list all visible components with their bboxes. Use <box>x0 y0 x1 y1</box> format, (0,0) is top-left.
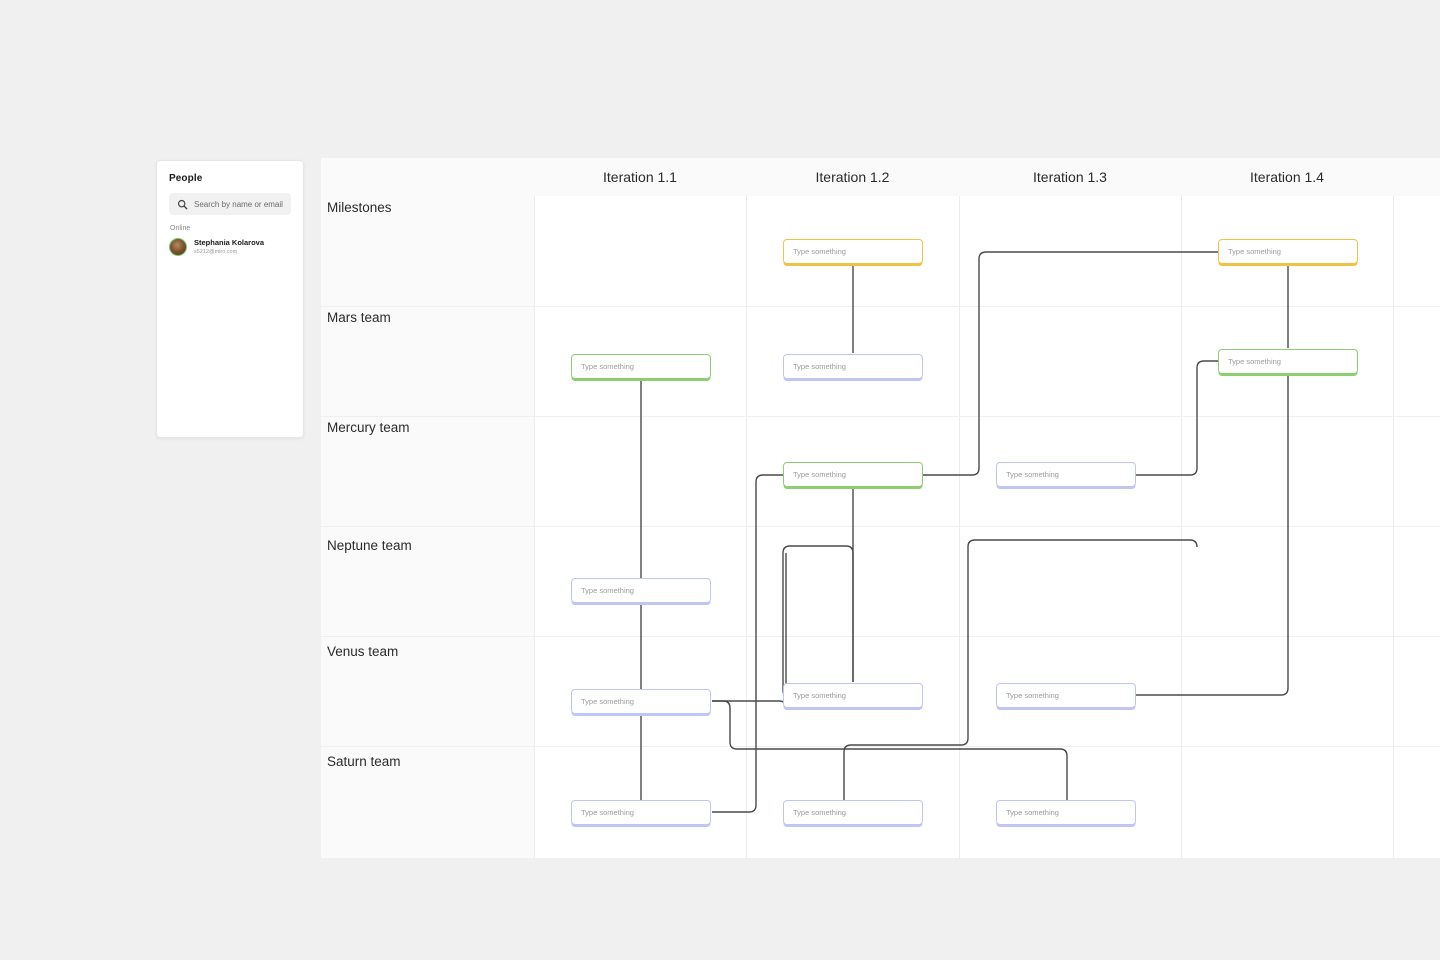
column-header-iteration-1-2[interactable]: Iteration 1.2 <box>815 169 890 185</box>
row-label-neptune-team[interactable]: Neptune team <box>327 538 412 553</box>
card-placeholder: Type something <box>793 808 846 817</box>
search-input[interactable]: Search by name or email <box>169 193 291 215</box>
grid-hline <box>321 526 1440 527</box>
card-mars-team-iteration-1-4[interactable]: Type something <box>1218 349 1358 374</box>
card-placeholder: Type something <box>581 362 634 371</box>
avatar <box>169 238 187 256</box>
board-column-header-band <box>321 158 1440 196</box>
column-header-iteration-1-4[interactable]: Iteration 1.4 <box>1250 169 1324 185</box>
list-item[interactable]: Stephania Kolarova s5212@miro.com <box>169 238 291 256</box>
card-placeholder: Type something <box>793 247 846 256</box>
grid-vline <box>1181 196 1182 858</box>
grid-vline <box>534 196 535 858</box>
column-header-iteration-1-3[interactable]: Iteration 1.3 <box>1033 169 1107 185</box>
card-mercury-team-iteration-1-2[interactable]: Type something <box>783 462 923 487</box>
row-label-saturn-team[interactable]: Saturn team <box>327 754 401 769</box>
grid-hline <box>321 306 1440 307</box>
card-saturn-team-iteration-1-1[interactable]: Type something <box>571 800 711 825</box>
presence-section-label: Online <box>170 225 191 232</box>
card-placeholder: Type something <box>1228 247 1281 256</box>
row-label-milestones[interactable]: Milestones <box>327 200 392 215</box>
card-mercury-team-iteration-1-3[interactable]: Type something <box>996 462 1136 487</box>
card-venus-team-iteration-1-2[interactable]: Type something <box>783 683 923 708</box>
card-neptune-team-iteration-1-1[interactable]: Type something <box>571 578 711 603</box>
grid-hline <box>321 636 1440 637</box>
card-mars-team-iteration-1-1[interactable]: Type something <box>571 354 711 379</box>
card-placeholder: Type something <box>793 362 846 371</box>
grid-hline <box>321 416 1440 417</box>
person-name: Stephania Kolarova <box>194 238 265 248</box>
card-placeholder: Type something <box>581 808 634 817</box>
person-email: s5212@miro.com <box>194 248 238 255</box>
card-milestones-iteration-1-2[interactable]: Type something <box>783 239 923 264</box>
grid-hline <box>321 746 1440 747</box>
people-panel-title: People <box>169 173 203 184</box>
row-label-mercury-team[interactable]: Mercury team <box>327 420 410 435</box>
row-label-mars-team[interactable]: Mars team <box>327 310 391 325</box>
card-milestones-iteration-1-4[interactable]: Type something <box>1218 239 1358 264</box>
card-placeholder: Type something <box>1228 357 1281 366</box>
people-panel: People Search by name or email Online St… <box>156 160 304 438</box>
card-placeholder: Type something <box>793 470 846 479</box>
card-placeholder: Type something <box>793 691 846 700</box>
card-placeholder: Type something <box>581 586 634 595</box>
card-placeholder: Type something <box>1006 691 1059 700</box>
row-label-venus-team[interactable]: Venus team <box>327 644 399 659</box>
grid-vline <box>1393 196 1394 858</box>
card-venus-team-iteration-1-3[interactable]: Type something <box>996 683 1136 708</box>
card-placeholder: Type something <box>1006 470 1059 479</box>
card-saturn-team-iteration-1-3[interactable]: Type something <box>996 800 1136 825</box>
card-saturn-team-iteration-1-2[interactable]: Type something <box>783 800 923 825</box>
card-venus-team-iteration-1-1[interactable]: Type something <box>571 689 711 714</box>
card-mars-team-iteration-1-2[interactable]: Type something <box>783 354 923 379</box>
grid-vline <box>746 196 747 858</box>
column-header-iteration-1-1[interactable]: Iteration 1.1 <box>603 169 677 185</box>
card-placeholder: Type something <box>1006 808 1059 817</box>
card-placeholder: Type something <box>581 697 634 706</box>
search-icon <box>177 199 188 209</box>
search-placeholder: Search by name or email <box>194 199 283 209</box>
grid-vline <box>959 196 960 858</box>
